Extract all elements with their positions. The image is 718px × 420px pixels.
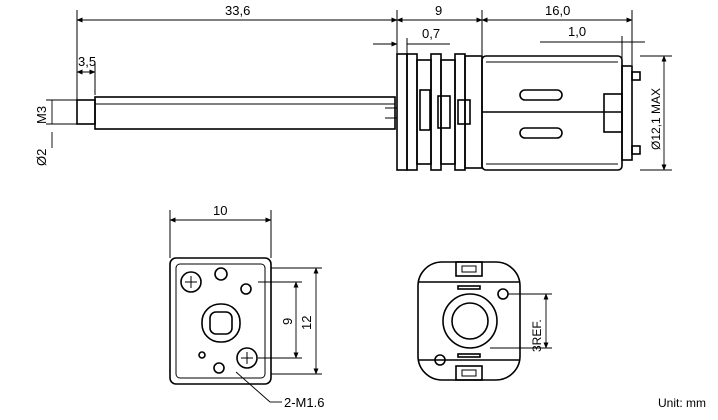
dim-shaft-flat: 3,5 bbox=[78, 54, 96, 69]
terminal-bottom bbox=[631, 145, 641, 155]
rear-body bbox=[417, 261, 521, 381]
rear-bearing-outer bbox=[442, 293, 498, 349]
output-bearing bbox=[201, 303, 241, 343]
units-label: Unit: mm bbox=[658, 396, 706, 410]
dim-front-width: 10 bbox=[213, 203, 227, 218]
front-view: 10 9 12 2-M1.6 bbox=[169, 203, 324, 410]
mount-hole-top bbox=[180, 271, 202, 293]
output-shaft bbox=[94, 96, 396, 130]
front-plate bbox=[169, 257, 272, 385]
gearbox-body bbox=[385, 53, 483, 171]
dim-front-inner: 9 bbox=[280, 318, 295, 325]
mount-hole-bottom bbox=[236, 347, 258, 369]
dim-motor-length: 16,0 bbox=[545, 3, 570, 18]
dim-gap: 0,7 bbox=[422, 26, 440, 41]
dim-shaft-thread: M3 bbox=[34, 106, 49, 124]
rear-view: 3REF. bbox=[417, 261, 552, 381]
rear-terminal-bottom bbox=[455, 365, 483, 381]
dim-rear-ref: 3REF. bbox=[530, 319, 544, 352]
dim-front-height: 12 bbox=[299, 316, 314, 330]
rear-terminal-top bbox=[455, 261, 483, 277]
shaft-flat bbox=[76, 99, 96, 125]
dim-motor-diameter: Ø12,1 MAX bbox=[649, 88, 663, 150]
side-view: 33,6 9 16,0 0,7 1,0 3,5 M3 Ø2 bbox=[34, 3, 672, 171]
motor-body bbox=[481, 55, 641, 171]
dim-overall-length: 33,6 bbox=[225, 3, 250, 18]
dim-gearbox-length: 9 bbox=[435, 3, 442, 18]
screw-callout: 2-M1.6 bbox=[284, 395, 324, 410]
rear-bearing-inner bbox=[451, 302, 489, 340]
dim-terminal: 1,0 bbox=[568, 24, 586, 39]
terminal-top bbox=[631, 71, 641, 81]
dim-shaft-diameter: Ø2 bbox=[34, 149, 49, 166]
